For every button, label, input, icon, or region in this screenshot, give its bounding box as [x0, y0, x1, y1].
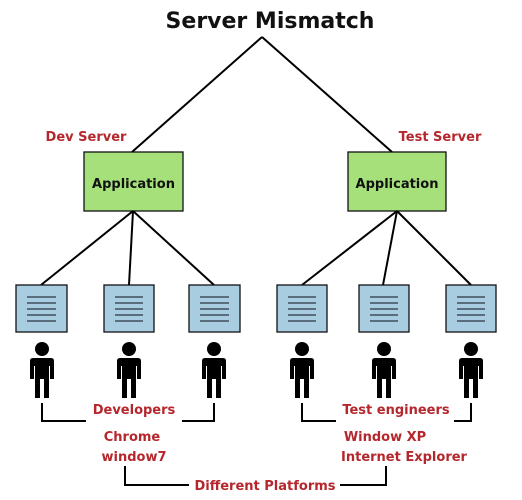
- test-platform-line1: Window XP: [344, 430, 426, 445]
- document-icon: [103, 284, 155, 333]
- person-icon: [30, 342, 54, 398]
- link-title-dev: [131, 36, 263, 153]
- document-icon: [358, 284, 410, 333]
- developers-label: Developers: [93, 403, 176, 418]
- testers-bracket-right: [454, 403, 472, 422]
- document-icon: [15, 284, 68, 333]
- link-dev-doc-1: [40, 210, 134, 286]
- test-application-label: Application: [356, 177, 439, 192]
- dev-server-label: Dev Server: [46, 130, 127, 145]
- person-icon: [459, 342, 483, 398]
- platforms-footer-label: Different Platforms: [194, 479, 335, 494]
- link-test-doc-3: [396, 210, 472, 286]
- testers-bracket-left: [301, 403, 336, 422]
- link-title-test: [261, 36, 393, 153]
- link-test-doc-1: [301, 210, 398, 286]
- document-icon: [276, 284, 328, 333]
- test-server-label: Test Server: [399, 130, 482, 145]
- diagram-title: Server Mismatch: [166, 9, 375, 34]
- link-dev-doc-2: [128, 210, 134, 286]
- dev-application-label: Application: [92, 177, 175, 192]
- document-icon: [188, 284, 241, 333]
- dev-platform-line2: window7: [101, 450, 166, 465]
- link-test-doc-2: [382, 210, 398, 286]
- person-icon: [117, 342, 141, 398]
- document-icon: [445, 284, 497, 333]
- dev-application-box: [83, 151, 184, 212]
- developers-bracket-right: [182, 403, 215, 422]
- platforms-bracket-right: [340, 466, 387, 486]
- person-icon: [372, 342, 396, 398]
- platforms-bracket-left: [124, 466, 189, 486]
- test-platform-line2: Internet Explorer: [341, 450, 468, 465]
- developers-bracket-left: [41, 403, 86, 422]
- dev-platform-line1: Chrome: [104, 430, 161, 445]
- link-dev-doc-3: [132, 210, 215, 286]
- test-application-box: [347, 151, 447, 212]
- person-icon: [290, 342, 314, 398]
- testers-label: Test engineers: [342, 403, 450, 418]
- person-icon: [202, 342, 226, 398]
